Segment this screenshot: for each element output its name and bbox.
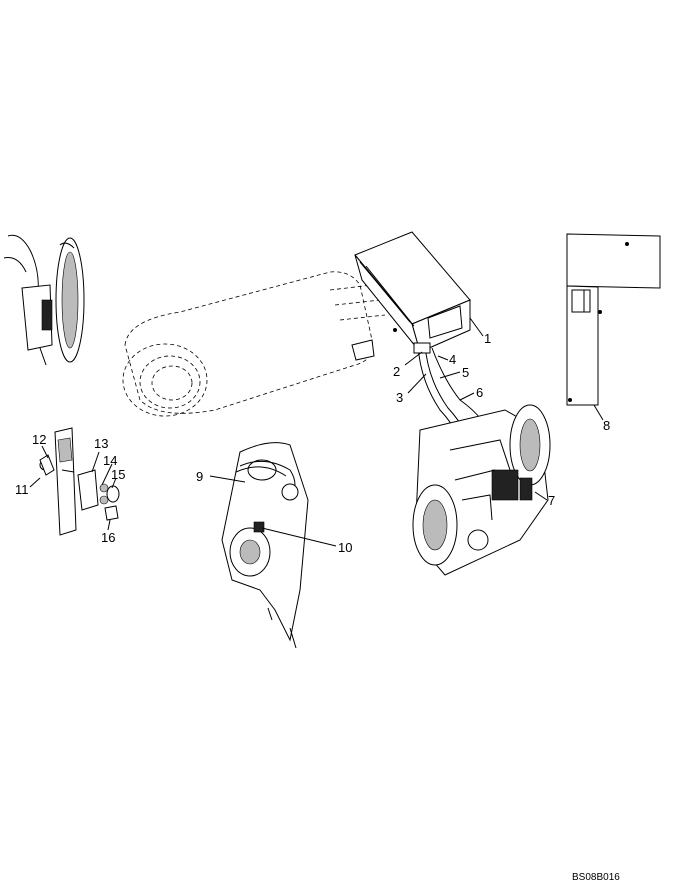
callout-2: 2	[393, 364, 400, 379]
callout-15: 15	[111, 467, 125, 482]
phantom-air-intake	[122, 271, 386, 417]
panel-assembly	[566, 233, 661, 406]
callout-10: 10	[338, 540, 352, 555]
engine-assembly	[412, 404, 551, 576]
callout-11: 11	[15, 482, 29, 497]
callout-16: 16	[101, 530, 115, 545]
callout-6: 6	[476, 385, 483, 400]
bracket-detail	[39, 427, 120, 536]
fan-shroud-detail	[3, 234, 85, 366]
callout-14: 14	[103, 453, 117, 468]
oil-cooler-assembly	[354, 231, 471, 353]
callout-labels: 1 2 3 4 5 6 7 8 9 10 11 12 13 14 15 16	[15, 331, 610, 555]
callout-4: 4	[449, 352, 456, 367]
callout-5: 5	[462, 365, 469, 380]
leader-lines	[29, 317, 604, 547]
figure-reference-code: BS08B016	[572, 872, 620, 883]
callout-9: 9	[196, 469, 203, 484]
callout-13: 13	[94, 436, 108, 451]
callout-7: 7	[548, 493, 555, 508]
callout-12: 12	[32, 432, 46, 447]
callout-3: 3	[396, 390, 403, 405]
engine-side-detail	[221, 442, 309, 649]
callout-8: 8	[603, 418, 610, 433]
callout-1: 1	[484, 331, 491, 346]
